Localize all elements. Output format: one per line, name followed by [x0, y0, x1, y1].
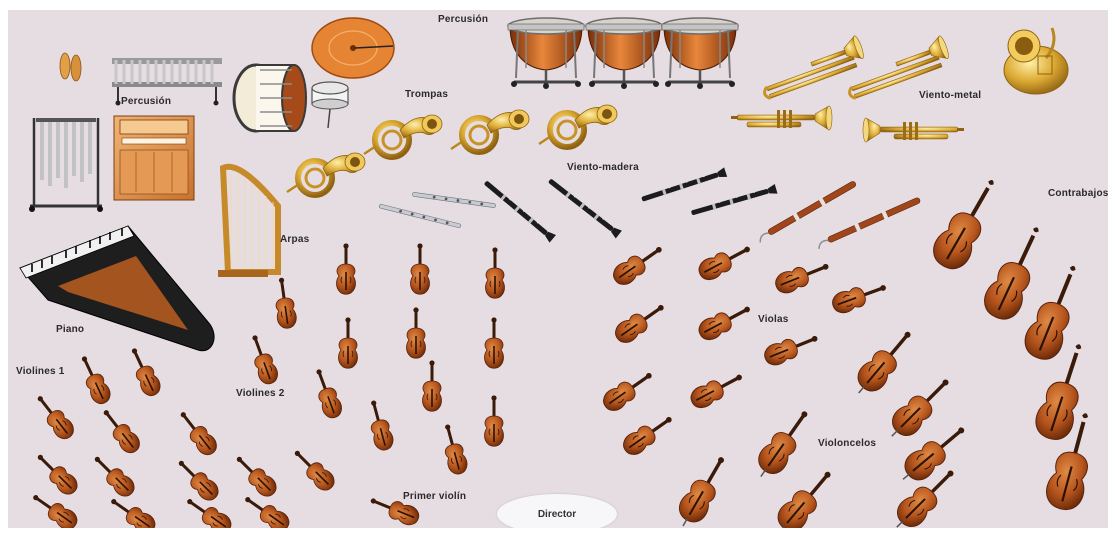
label-viento-madera: Viento-madera [567, 162, 639, 173]
trumpets [731, 106, 964, 142]
violins-1 [28, 345, 338, 528]
director-podium: Director [497, 494, 617, 528]
timpani [508, 18, 738, 89]
woodwinds [379, 167, 922, 248]
label-director: Director [538, 509, 576, 520]
bass-drum [234, 65, 306, 131]
violas [599, 239, 889, 459]
label-contrabajos: Contrabajos [1048, 188, 1108, 199]
cellos [671, 323, 973, 528]
label-viento-metal: Viento-metal [919, 90, 981, 101]
snare-drum [312, 82, 348, 128]
tubular-bells [29, 118, 103, 212]
violins-2 [245, 243, 504, 476]
label-trompas: Trompas [405, 89, 448, 100]
label-violines-2: Violines 2 [236, 388, 285, 399]
castanets [60, 53, 81, 81]
french-horns [287, 105, 617, 195]
label-primer-violin: Primer violín [403, 491, 466, 502]
orchestra-diagram: Percusión Percusión Trompas Viento-metal… [8, 10, 1108, 528]
label-piano: Piano [56, 324, 84, 335]
label-violas: Violas [758, 314, 788, 325]
label-arpas: Arpas [280, 234, 309, 245]
piano [20, 226, 214, 351]
orchestra-illustration [8, 10, 1108, 528]
label-percusion-top: Percusión [438, 14, 488, 25]
organ [114, 116, 194, 200]
cymbal [312, 18, 394, 78]
harp [218, 167, 278, 277]
label-violines-1: Violines 1 [16, 366, 65, 377]
double-basses [927, 171, 1104, 514]
label-violoncelos: Violoncelos [818, 438, 876, 449]
tuba [1004, 28, 1068, 94]
label-percusion-left: Percusión [121, 96, 171, 107]
